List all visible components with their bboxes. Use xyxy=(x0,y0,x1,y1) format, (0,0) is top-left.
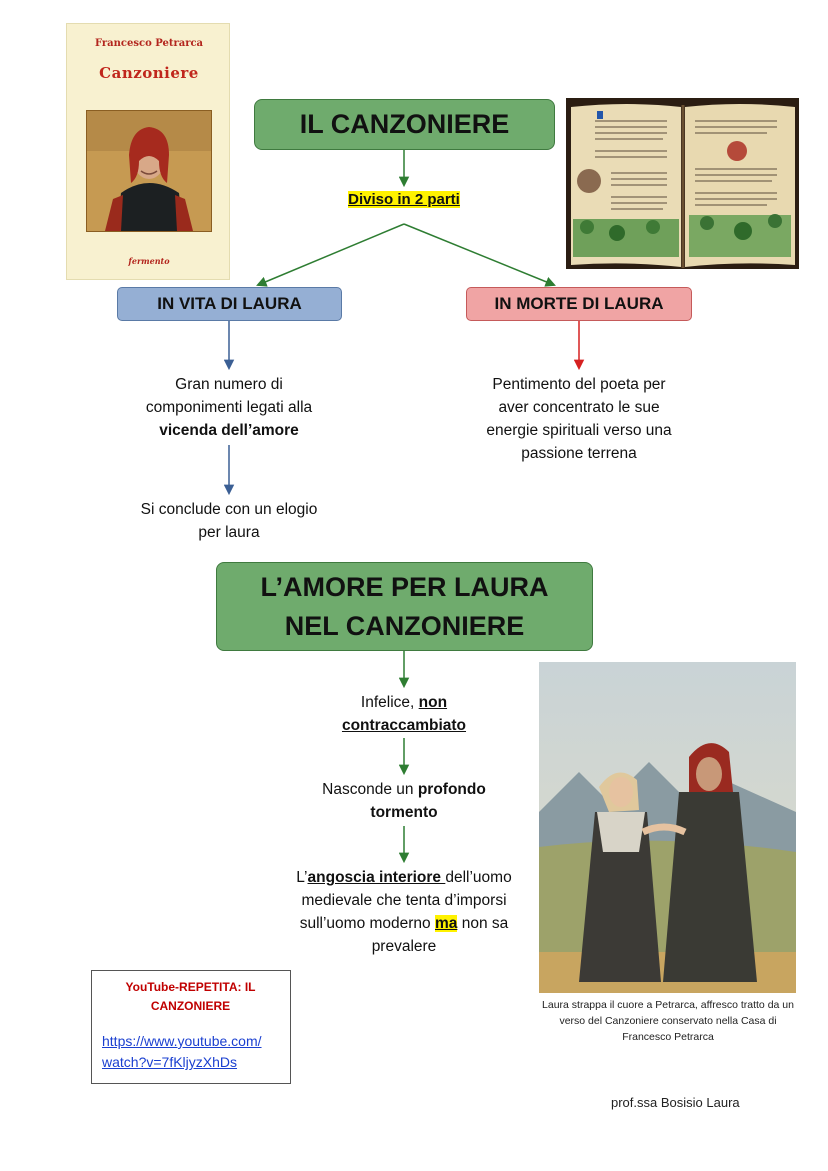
cover-publisher-logo: fermento xyxy=(128,256,170,266)
youtube-title: YouTube-REPETITA: IL CANZONIERE xyxy=(92,978,289,1016)
item3-prefix: L’ xyxy=(296,869,308,886)
fresco-image xyxy=(539,662,796,993)
subtitle-wrap: Diviso in 2 parti xyxy=(304,191,504,208)
left-text-1: Gran numero di componimenti legati alla … xyxy=(114,373,344,442)
item1-pre: Infelice, xyxy=(360,694,415,711)
section2-item2: Nasconde un profondo tormento xyxy=(284,778,524,824)
section2-item3: L’angoscia interiore dell’uomo medievale… xyxy=(269,866,539,958)
main-title-box: IL CANZONIERE xyxy=(254,99,555,150)
branch-in-morte-label: IN MORTE DI LAURA xyxy=(494,294,664,313)
item3-suffix: dell’uomo xyxy=(445,869,512,886)
left-text-1-line2: componimenti legati alla xyxy=(145,399,313,416)
youtube-box: YouTube-REPETITA: IL CANZONIERE https://… xyxy=(91,970,291,1084)
right-text-1: Pentimento del poeta per aver concentrat… xyxy=(464,373,694,465)
branch-in-morte: IN MORTE DI LAURA xyxy=(466,287,692,321)
section2-title-line1: L’AMORE PER LAURA xyxy=(260,571,549,602)
left-text-2: Si conclude con un elogio per laura xyxy=(114,498,344,544)
cover-title: Canzoniere xyxy=(99,64,199,82)
left-text-2-line2: per laura xyxy=(198,524,260,541)
item1-underlined-2: contraccambiato xyxy=(341,717,467,734)
section2-item1: Infelice, non contraccambiato xyxy=(284,691,524,737)
fresco-caption: Laura strappa il cuore a Petrarca, affre… xyxy=(542,999,794,1043)
item3-highlight: ma xyxy=(435,915,458,932)
item3-underlined: angoscia interiore xyxy=(307,869,446,886)
left-text-1-line1: Gran numero di xyxy=(175,376,283,393)
main-title: IL CANZONIERE xyxy=(299,109,510,139)
item3-line4: prevalere xyxy=(371,938,437,955)
item1-underlined-1: non xyxy=(418,694,448,711)
youtube-link[interactable]: https://www.youtube.com/ watch?v=7fKljyz… xyxy=(102,1031,287,1073)
branch-in-vita-label: IN VITA DI LAURA xyxy=(157,294,302,313)
item2-bold-1: profondo xyxy=(417,781,486,798)
item3-line3-pre: sull’uomo moderno xyxy=(299,915,431,932)
item3-line2: medievale che tenta d’imporsi xyxy=(301,892,507,909)
arrow-to-right-branch xyxy=(403,223,556,287)
left-text-2-line1: Si conclude con un elogio xyxy=(140,501,318,518)
branch-in-vita: IN VITA DI LAURA xyxy=(117,287,342,321)
manuscript-image xyxy=(566,98,799,269)
item2-pre: Nasconde un xyxy=(322,781,414,798)
arrow-to-left-branch xyxy=(256,223,405,287)
right-text-line2: aver concentrato le sue xyxy=(498,399,660,416)
item3-line3-post: non sa xyxy=(461,915,509,932)
youtube-link-line2[interactable]: watch?v=7fKljyzXhDs xyxy=(102,1054,238,1070)
cover-portrait xyxy=(86,110,212,232)
right-text-line1: Pentimento del poeta per xyxy=(492,376,666,393)
youtube-title-line2: CANZONIERE xyxy=(150,999,231,1013)
section2-title-line2: NEL CANZONIERE xyxy=(284,610,525,641)
author-credit: prof.ssa Bosisio Laura xyxy=(611,1095,740,1110)
left-text-1-bold: vicenda dell’amore xyxy=(159,422,299,439)
youtube-link-line1[interactable]: https://www.youtube.com/ xyxy=(102,1033,262,1049)
item2-bold-2: tormento xyxy=(370,804,438,821)
section2-title-box: L’AMORE PER LAURA NEL CANZONIERE xyxy=(216,562,593,651)
right-text-line4: passione terrena xyxy=(521,445,637,462)
subtitle-highlight: Diviso in 2 parti xyxy=(348,191,460,208)
right-text-line3: energie spirituali verso una xyxy=(486,422,672,439)
cover-author: Francesco Petrarca xyxy=(94,38,204,49)
youtube-title-line1: YouTube-REPETITA: IL xyxy=(125,980,256,994)
book-cover-image: Francesco Petrarca Canzoniere fermento xyxy=(66,23,230,280)
